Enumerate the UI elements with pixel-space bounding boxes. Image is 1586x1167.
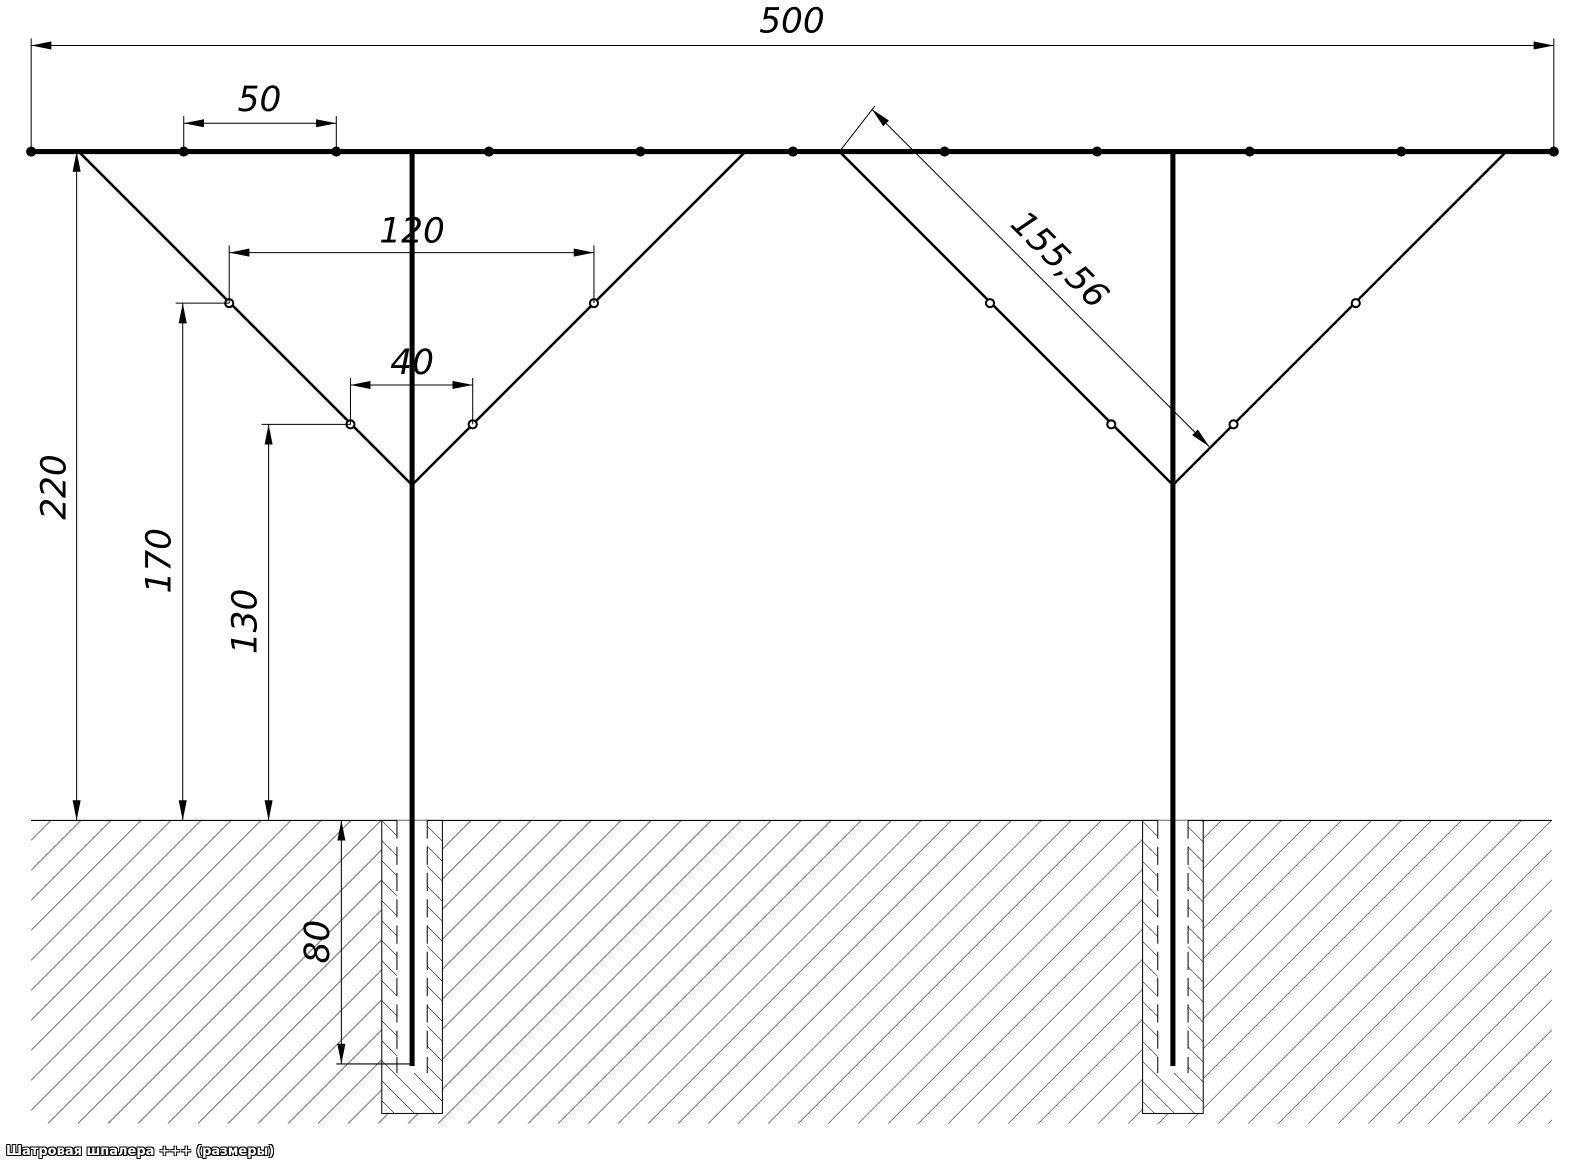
- dim-upper-arm-span: 120: [379, 211, 445, 251]
- dim-total-length: 500: [759, 1, 825, 41]
- dim-burial-depth: 80: [298, 920, 338, 964]
- dim-wire-spacing: 50: [238, 80, 282, 120]
- dim-upper-wire-height: 170: [140, 528, 180, 594]
- dim-lower-wire-height: 130: [225, 589, 265, 655]
- dim-lower-arm-span: 40: [390, 343, 434, 383]
- dim-top-height: 220: [35, 454, 75, 520]
- dimension-lines: [30, 38, 1555, 1065]
- dim-arm-length: 155,56: [1003, 203, 1116, 316]
- v-arms-left: [77, 150, 747, 487]
- ground-section: [31, 819, 1552, 1124]
- drawing-caption: Шатровая шпалера +++ (размеры): [6, 1144, 275, 1159]
- dimension-labels: 500 50 120 40 220 170 130 80 155,56: [35, 1, 1117, 963]
